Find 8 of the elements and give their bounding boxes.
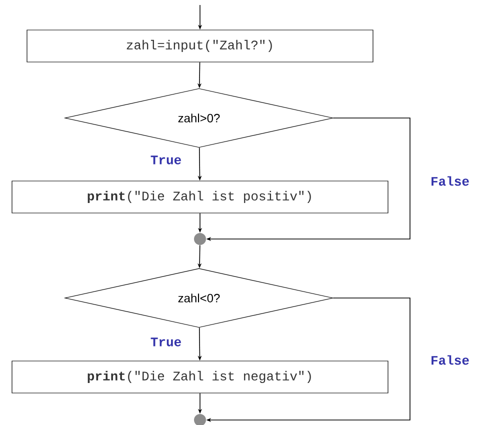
- edge-label: True: [150, 156, 181, 164]
- process-box: print("Die Zahl ist positiv"): [12, 180, 388, 214]
- edge-label: True: [150, 338, 181, 346]
- process-box: print("Die Zahl ist negativ"): [12, 360, 388, 394]
- process-box: zahl=input("Zahl?"): [26, 30, 374, 62]
- edge-label: False: [432, 355, 469, 365]
- edge-label: False: [432, 176, 469, 186]
- junction-dot: [194, 233, 206, 245]
